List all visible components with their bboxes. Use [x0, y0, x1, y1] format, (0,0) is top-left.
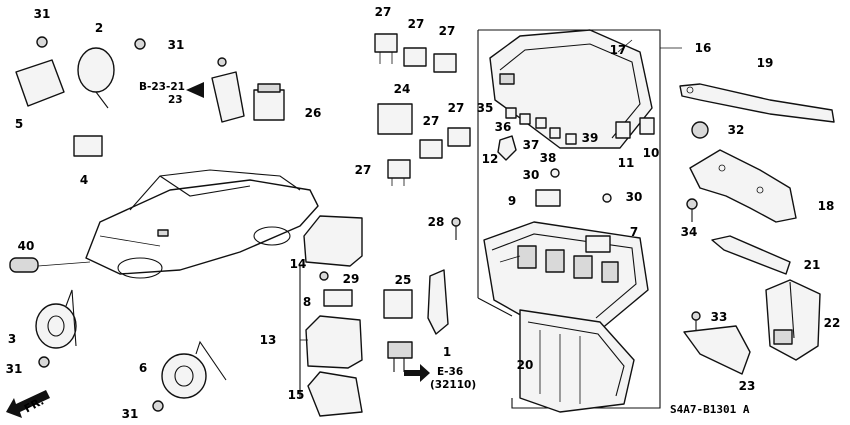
callout-31b: 31 — [167, 38, 185, 52]
fuse-box-lower-cover — [519, 309, 635, 413]
callout-4: 4 — [79, 173, 89, 187]
grommet-32 — [691, 121, 709, 139]
fuse-box-group-outline — [477, 29, 682, 409]
callout-31d: 31 — [121, 407, 139, 421]
callout-15: 15 — [287, 388, 305, 402]
callout-31c: 31 — [5, 362, 23, 376]
callout-29: 29 — [342, 272, 360, 286]
callout-28: 28 — [427, 215, 445, 229]
housing-15 — [307, 371, 363, 417]
callout-27c: 27 — [438, 24, 456, 38]
ref-b23-sub: 23 — [168, 94, 183, 106]
clip-4 — [73, 135, 103, 157]
callout-27d: 27 — [447, 101, 465, 115]
callout-27f: 27 — [354, 163, 372, 177]
callout-34: 34 — [680, 225, 698, 239]
housing-13 — [305, 315, 363, 369]
callout-30a: 30 — [522, 168, 540, 182]
callout-2: 2 — [94, 21, 104, 35]
callout-21: 21 — [803, 258, 821, 272]
diagram-code: S4A7-B1301 A — [670, 403, 750, 416]
relay-8 — [323, 289, 353, 307]
callout-31a: 31 — [33, 7, 51, 21]
callout-25: 25 — [394, 273, 412, 287]
callout-37: 37 — [522, 138, 540, 152]
callout-17: 17 — [609, 43, 627, 57]
fuse-box-components — [497, 107, 655, 253]
callout-19: 19 — [756, 56, 774, 70]
callout-24: 24 — [393, 82, 411, 96]
callout-16: 16 — [694, 41, 712, 55]
relay-25 — [383, 289, 413, 319]
horn-2 — [77, 47, 115, 109]
control-unit-22 — [765, 279, 821, 361]
callout-35: 35 — [476, 101, 494, 115]
callout-26: 26 — [304, 106, 322, 120]
callout-20: 20 — [516, 358, 534, 372]
relays-group — [374, 33, 471, 186]
bracket-14-group — [299, 266, 308, 398]
callout-8: 8 — [302, 295, 312, 309]
e36-arrow — [404, 364, 430, 382]
callout-23: 23 — [738, 379, 756, 393]
bracket-1 — [427, 269, 449, 335]
callout-7: 7 — [629, 225, 639, 239]
callout-36: 36 — [494, 120, 512, 134]
bolt-31-upper — [36, 36, 146, 50]
callout-27b: 27 — [407, 17, 425, 31]
bolt-28 — [451, 217, 461, 240]
callout-6: 6 — [138, 361, 148, 375]
callout-33: 33 — [710, 310, 728, 324]
bolt-31-lower — [38, 356, 164, 412]
ref-e36-sub: (32110) — [430, 379, 477, 391]
callout-22: 22 — [823, 316, 841, 330]
bracket-5 — [15, 59, 65, 107]
horn-3 — [35, 289, 77, 349]
connector-plug — [387, 341, 413, 372]
callout-40: 40 — [17, 239, 35, 253]
callout-38: 38 — [539, 151, 557, 165]
callout-1: 1 — [442, 345, 452, 359]
bracket-18 — [689, 149, 797, 223]
callout-32: 32 — [727, 123, 745, 137]
callout-30b: 30 — [625, 190, 643, 204]
front-arrow — [6, 390, 50, 418]
horn-6 — [161, 340, 227, 399]
connector-holder — [211, 57, 245, 123]
callout-10: 10 — [642, 146, 660, 160]
callout-11: 11 — [617, 156, 635, 170]
b23-arrow — [186, 82, 204, 98]
bracket-23 — [683, 311, 751, 375]
stay-21 — [711, 235, 791, 275]
bolt-34 — [686, 198, 698, 222]
bolt-29 — [319, 271, 329, 281]
vehicle-outline — [85, 169, 319, 279]
callout-27e: 27 — [422, 114, 440, 128]
callout-27a: 27 — [374, 5, 392, 19]
ref-b23-main: B-23-21 — [139, 81, 185, 93]
callout-13: 13 — [259, 333, 277, 347]
relay-26 — [253, 83, 285, 121]
callout-39: 39 — [581, 131, 599, 145]
callout-5: 5 — [14, 117, 24, 131]
bracket-19 — [679, 83, 835, 123]
callout-12: 12 — [481, 152, 499, 166]
callout-9: 9 — [507, 194, 517, 208]
unit-14 — [303, 215, 363, 267]
callout-3: 3 — [7, 332, 17, 346]
callout-14: 14 — [289, 257, 307, 271]
sensor-40 — [9, 257, 91, 273]
ref-e36-main: E-36 — [437, 366, 464, 378]
callout-18: 18 — [817, 199, 835, 213]
